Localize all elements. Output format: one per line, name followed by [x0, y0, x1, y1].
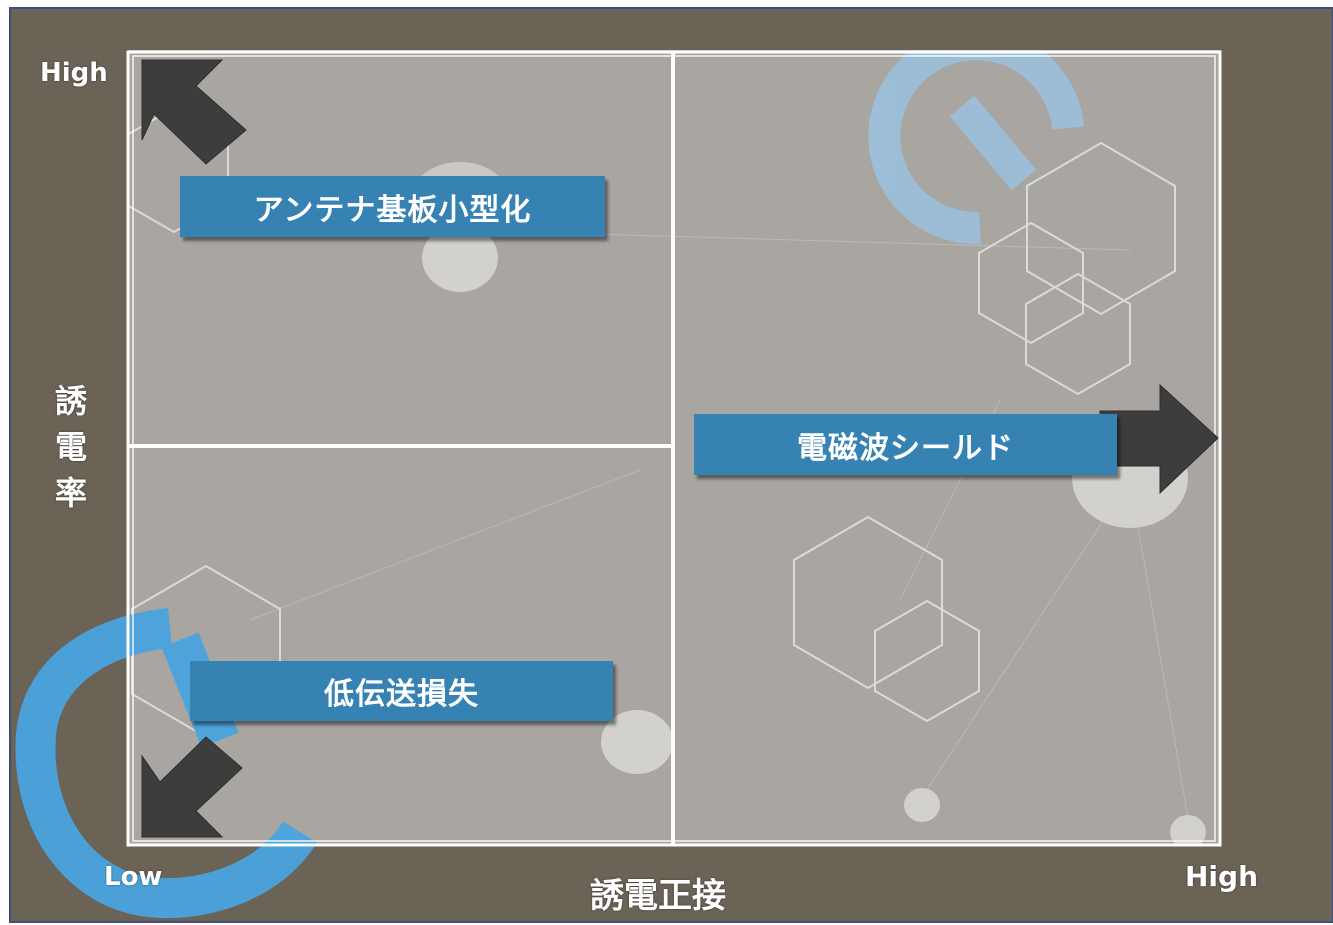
- circle-shape: [422, 224, 498, 292]
- network-line: [1129, 479, 1191, 831]
- circle-shape: [1170, 815, 1206, 845]
- quadrant-label-antenna: アンテナ基板小型化: [180, 176, 605, 237]
- hexagon-shape: [793, 515, 943, 690]
- x-axis-high-label: High: [1185, 860, 1259, 893]
- arrow-down-left-icon: [141, 736, 243, 838]
- y-axis-high-label: High: [40, 58, 108, 88]
- y-axis-title-char: 率: [55, 474, 88, 512]
- y-axis-title-char: 電: [55, 428, 88, 466]
- hexagon-shape: [1026, 141, 1176, 316]
- quadrant-label-low-loss: 低伝送損失: [190, 661, 613, 721]
- quadrant-grid: [126, 50, 1222, 847]
- network-line: [249, 469, 641, 621]
- x-axis-title: 誘電正接: [590, 876, 726, 916]
- quadrant-label-em-shield: 電磁波シールド: [694, 414, 1117, 475]
- y-axis-title: 誘 電 率: [55, 378, 95, 516]
- hexagon-shape: [874, 599, 980, 723]
- hexagon-shape: [978, 221, 1084, 345]
- arrow-up-left-icon: [141, 59, 247, 165]
- x-axis-low-label: Low: [104, 862, 163, 892]
- circle-shape: [904, 788, 940, 822]
- network-line: [919, 479, 1131, 801]
- hexagon-shape: [1025, 272, 1131, 396]
- circle-shape: [601, 710, 673, 774]
- y-axis-title-char: 誘: [55, 382, 88, 420]
- watermark-logo: [868, 50, 1084, 245]
